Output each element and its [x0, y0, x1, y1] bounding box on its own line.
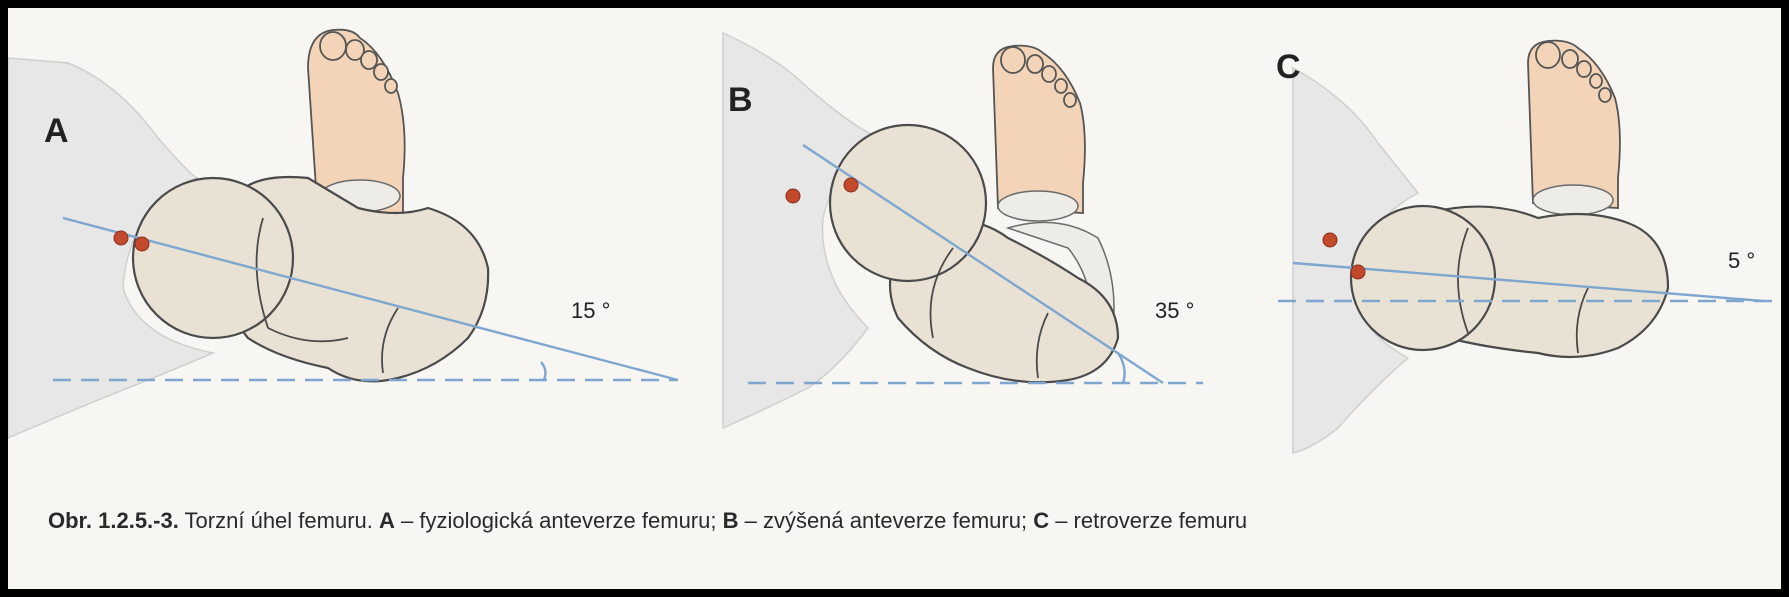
- panel-b-drawing: [723, 33, 1203, 428]
- caption-title: Torzní úhel femuru.: [179, 508, 379, 533]
- panel-a-landmark-inner: [135, 237, 149, 251]
- panel-b-landmark-inner: [844, 178, 858, 192]
- panel-a-landmark-outer: [114, 231, 128, 245]
- panel-c-foot: [1528, 41, 1620, 215]
- panel-c-landmark-outer: [1323, 233, 1337, 247]
- caption-text-c: – retroverze femuru: [1049, 508, 1247, 533]
- caption-text-b: – zvýšená anteverze femuru;: [738, 508, 1033, 533]
- panel-b-landmark-outer: [786, 189, 800, 203]
- caption-letter-c: C: [1033, 508, 1049, 533]
- caption-letter-b: B: [723, 508, 739, 533]
- panel-b-label: B: [728, 83, 753, 117]
- panel-c-landmark-inner: [1351, 265, 1365, 279]
- panel-c-label: C: [1276, 50, 1301, 84]
- panel-a-label: A: [44, 114, 69, 148]
- figure-frame: .pelvis { fill: #e6e7e6; stroke: #cfcfcf…: [8, 8, 1781, 589]
- panel-a-drawing: [8, 30, 678, 438]
- panel-c-angle: 5 °: [1728, 250, 1755, 272]
- figure-caption: Obr. 1.2.5.-3. Torzní úhel femuru. A – f…: [48, 508, 1247, 534]
- caption-text-a: – fyziologická anteverze femuru;: [395, 508, 723, 533]
- figure-number: Obr. 1.2.5.-3.: [48, 508, 179, 533]
- caption-letter-a: A: [379, 508, 395, 533]
- panel-a-angle: 15 °: [571, 300, 610, 322]
- panel-b-angle: 35 °: [1155, 300, 1194, 322]
- panel-c-drawing: [1278, 41, 1773, 453]
- femur-torsion-illustration: .pelvis { fill: #e6e7e6; stroke: #cfcfcf…: [8, 8, 1781, 589]
